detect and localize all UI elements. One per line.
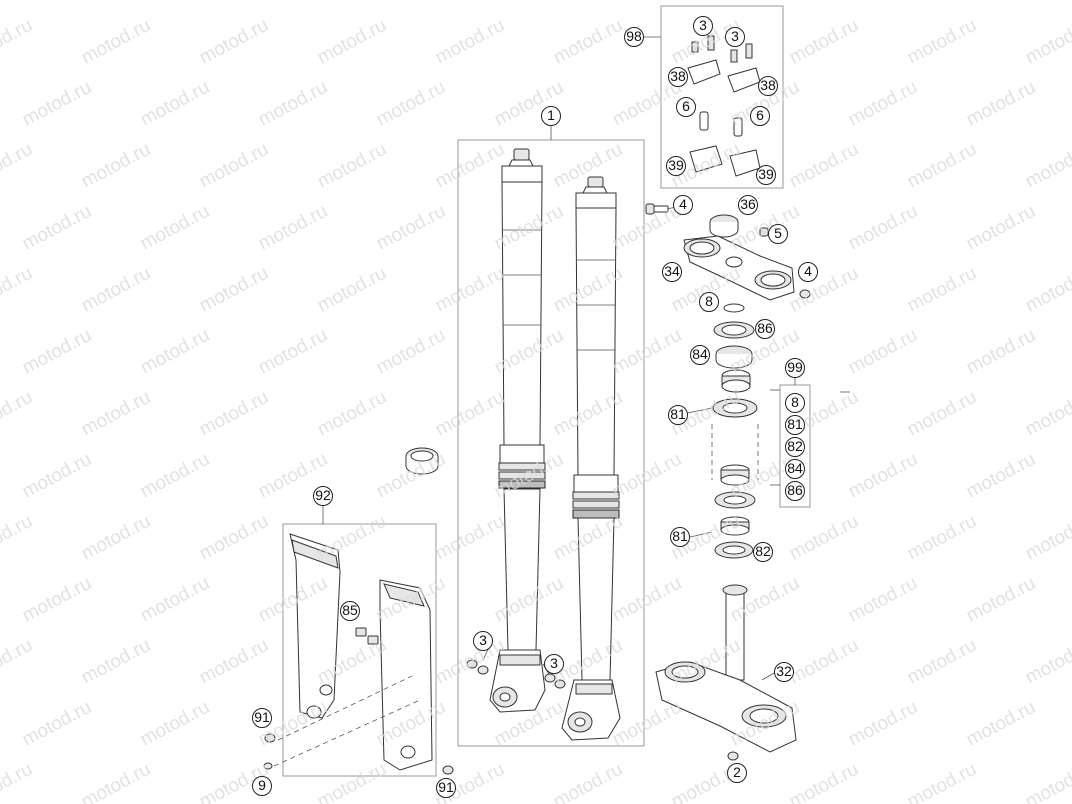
steering-nut (709, 214, 739, 238)
bearing-race-upper (712, 398, 758, 418)
callout-91-right: 91 (436, 778, 456, 798)
fork-leg-left (489, 148, 546, 713)
callout-81-lower: 81 (670, 527, 690, 547)
callout-38-right: 38 (758, 76, 778, 96)
frame-clamp-kit (660, 5, 784, 189)
callout-85: 85 (340, 601, 360, 621)
kit-callout-81: 81 (785, 415, 805, 435)
callout-34: 34 (662, 262, 682, 282)
callout-3-axle-right: 3 (544, 654, 564, 674)
callout-38-left: 38 (668, 67, 688, 87)
callout-5: 5 (768, 224, 788, 244)
callout-39-left: 39 (666, 156, 686, 176)
fork-protector-right (379, 579, 433, 771)
taper-bearing-upper (721, 369, 751, 393)
clamp-nut-right (799, 289, 811, 299)
fork-protector-left (289, 533, 341, 719)
callout-92: 92 (313, 486, 333, 506)
fork-leg-right (561, 176, 621, 741)
callout-8-oring: 8 (699, 292, 719, 312)
frame-fork-protector (282, 523, 437, 777)
callout-3-clamp-right: 3 (725, 27, 745, 47)
callout-6-left: 6 (676, 97, 696, 117)
spacer-guide (711, 424, 759, 486)
callout-1: 1 (541, 106, 561, 126)
callout-84: 84 (690, 345, 710, 365)
callout-6-right: 6 (750, 106, 770, 126)
kit-callout-8: 8 (785, 393, 805, 413)
callout-4-right: 4 (798, 262, 818, 282)
stem-bolt (727, 751, 739, 761)
callout-82: 82 (753, 542, 773, 562)
callout-91-left: 91 (252, 708, 272, 728)
loose-ring (405, 447, 439, 475)
lower-triple-clamp (655, 584, 797, 753)
callout-39-right: 39 (756, 165, 776, 185)
axle-clamp-screws (466, 659, 566, 689)
bearing-cup-upper (715, 345, 753, 369)
screw-5 (759, 227, 769, 237)
callout-3-axle-left: 3 (473, 631, 493, 651)
callout-4-top: 4 (673, 195, 693, 215)
kit-callout-84: 84 (785, 459, 805, 479)
callout-81-upper: 81 (668, 405, 688, 425)
callout-32: 32 (774, 662, 794, 682)
callout-3-clamp-left: 3 (693, 16, 713, 36)
kit-callout-86: 86 (785, 481, 805, 501)
upper-triple-clamp (683, 235, 795, 301)
callout-99: 99 (785, 358, 805, 378)
callout-36: 36 (738, 195, 758, 215)
kit-callout-82: 82 (785, 437, 805, 457)
bearing-race-lower (714, 491, 756, 536)
dust-seal-upper (713, 321, 755, 339)
clamp-kit-parts (687, 35, 761, 177)
callout-98: 98 (624, 27, 644, 47)
o-ring (723, 303, 745, 313)
callout-9: 9 (252, 776, 272, 796)
callout-2: 2 (727, 763, 747, 783)
protector-hardware (263, 627, 454, 775)
dust-seal-lower (714, 541, 754, 559)
pinch-bolt-top (645, 203, 669, 215)
callout-86: 86 (755, 319, 775, 339)
